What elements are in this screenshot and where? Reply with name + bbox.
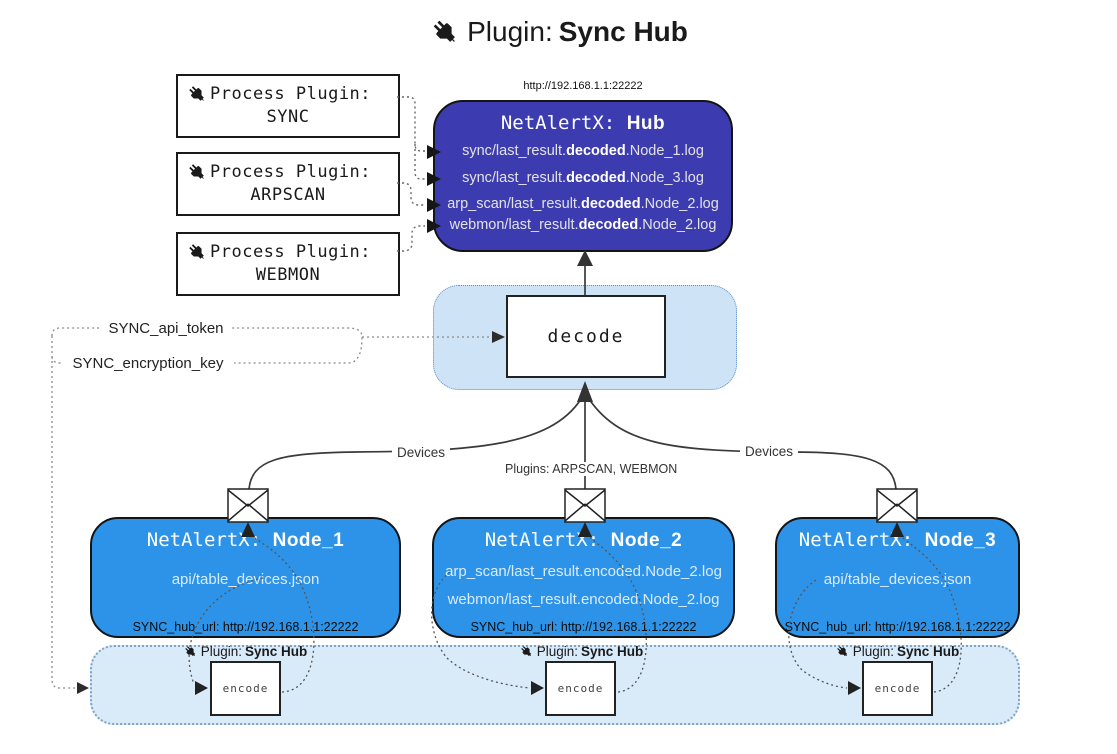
plug-icon xyxy=(183,644,198,659)
node-file: arp_scan/last_result.encoded.Node_2.log xyxy=(445,563,722,580)
plug-icon xyxy=(429,16,461,48)
process-plugin-name: ARPSCAN xyxy=(250,185,326,205)
devices-edge-label-right: Devices xyxy=(740,444,798,459)
node-file: webmon/last_result.encoded.Node_2.log xyxy=(447,591,720,608)
process-plugin-box-webmon: Process Plugin: WEBMON xyxy=(176,232,400,296)
hub-url-label: http://192.168.1.1:22222 xyxy=(523,80,643,92)
encoder-plugin-label: Plugin: Sync Hub xyxy=(160,644,330,659)
process-plugin-box-arpscan: Process Plugin: ARPSCAN xyxy=(176,152,400,216)
page-title-bold: Sync Hub xyxy=(558,16,688,47)
encode-box: encode xyxy=(210,661,281,716)
encode-box: encode xyxy=(545,661,616,716)
node-file: api/table_devices.json xyxy=(171,571,320,588)
node-box-node-2: NetAlertX: Node_2 arp_scan/last_result.e… xyxy=(432,517,735,638)
plug-icon xyxy=(186,161,208,183)
encoder-plugin-label: Plugin: Sync Hub xyxy=(812,644,982,659)
hub-title: NetAlertX: Hub xyxy=(500,112,666,134)
plug-icon xyxy=(186,83,208,105)
node-box-node-3: NetAlertX: Node_3 api/table_devices.json… xyxy=(775,517,1020,638)
sync-encryption-key-label: SYNC_encryption_key xyxy=(62,355,234,372)
node-hub-url: SYNC_hub_url: http://192.168.1.1:22222 xyxy=(470,620,697,634)
plug-icon xyxy=(519,644,534,659)
token-wire-arrows xyxy=(77,331,505,694)
encoder-plugin-label: Plugin: Sync Hub xyxy=(496,644,666,659)
page-title: Plugin: Sync Hub xyxy=(0,16,1117,48)
node-box-node-1: NetAlertX: Node_1 api/table_devices.json… xyxy=(90,517,401,638)
node-file: api/table_devices.json xyxy=(823,571,972,588)
plugins-edge-label: Plugins: ARPSCAN, WEBMON xyxy=(505,462,678,476)
node-title: NetAlertX: Node_1 xyxy=(146,529,345,551)
process-plugin-label: Process Plugin: xyxy=(210,162,372,182)
plug-icon xyxy=(835,644,850,659)
process-plugin-label: Process Plugin: xyxy=(210,84,372,104)
hub-box: NetAlertX: Hub sync/last_result.decoded.… xyxy=(433,100,733,252)
page-title-prefix: Plugin: xyxy=(467,16,553,47)
process-plugin-name: SYNC xyxy=(266,107,310,127)
hub-log-line: sync/last_result.decoded.Node_3.log xyxy=(462,170,704,186)
plugin-to-hub-wires xyxy=(397,96,425,252)
plug-icon xyxy=(186,241,208,263)
decode-box: decode xyxy=(506,295,666,378)
sync-api-token-label: SYNC_api_token xyxy=(100,320,232,337)
encode-box: encode xyxy=(862,661,933,716)
hub-log-line: sync/last_result.decoded.Node_1.log xyxy=(462,143,704,159)
devices-edge-label-left: Devices xyxy=(392,445,450,460)
hub-log-line: webmon/last_result.decoded.Node_2.log xyxy=(449,217,717,233)
node-title: NetAlertX: Node_2 xyxy=(484,529,683,551)
process-plugin-box-sync: Process Plugin: SYNC xyxy=(176,74,400,138)
node-title: NetAlertX: Node_3 xyxy=(798,529,997,551)
process-plugin-label: Process Plugin: xyxy=(210,242,372,262)
hub-log-line: arp_scan/last_result.decoded.Node_2.log xyxy=(447,196,719,212)
process-plugin-name: WEBMON xyxy=(255,265,321,285)
node-hub-url: SYNC_hub_url: http://192.168.1.1:22222 xyxy=(784,620,1011,634)
node-hub-url: SYNC_hub_url: http://192.168.1.1:22222 xyxy=(132,620,359,634)
